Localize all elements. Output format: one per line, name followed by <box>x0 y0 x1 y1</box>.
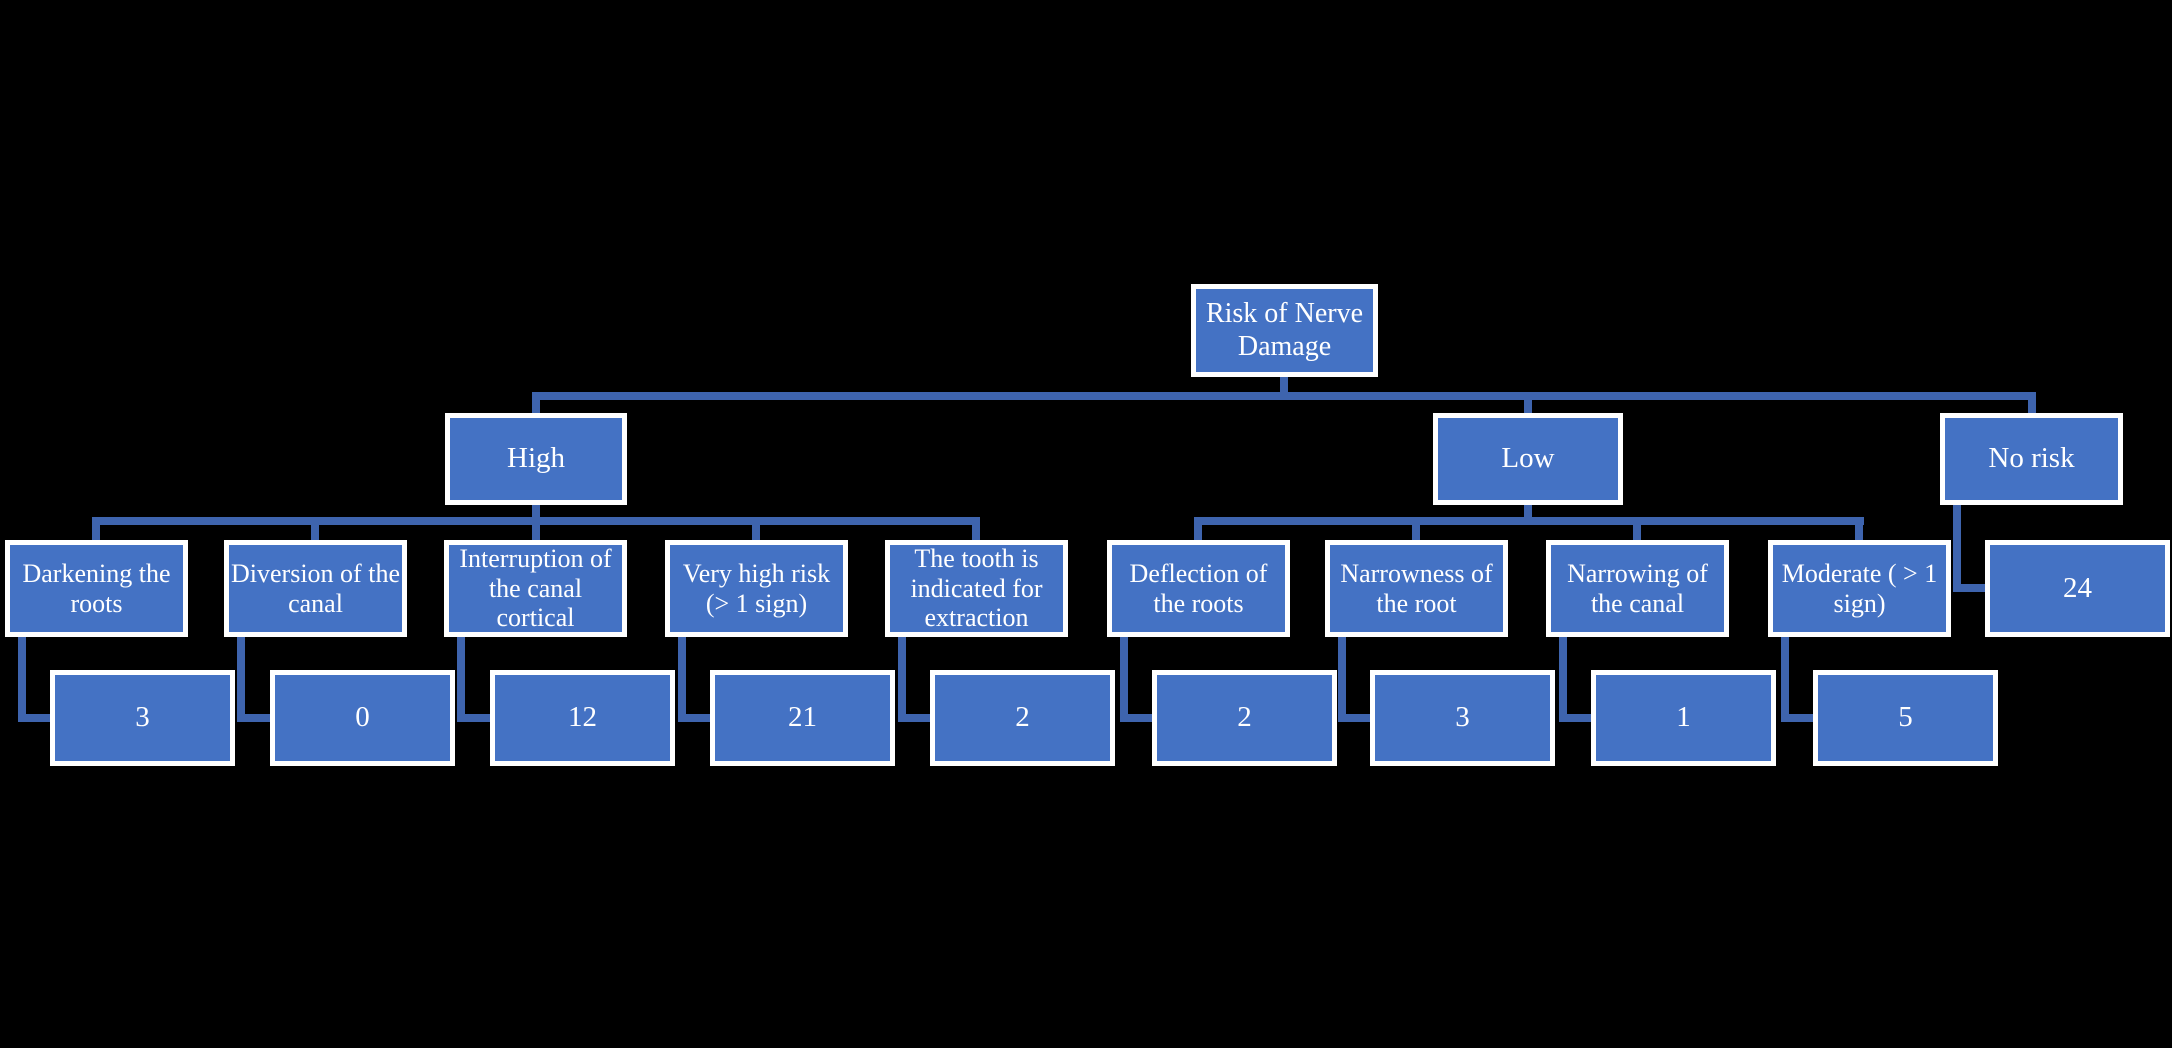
connector-elbow-h-deflection <box>1120 714 1154 722</box>
connector-elbow-h-moderate <box>1781 714 1815 722</box>
connector-elbow-v-extraction <box>898 635 906 722</box>
connector-elbow-h-no-risk <box>1953 584 1987 592</box>
node-narrowing-label: Narrowing of the canal <box>1567 558 1708 618</box>
count-narrowness-of-the-root: 3 <box>1370 670 1555 766</box>
count-deflection-value: 2 <box>1237 701 1252 734</box>
connector-drop-extraction <box>972 517 980 543</box>
node-moderate: Moderate ( > 1 sign) <box>1768 540 1951 637</box>
count-no-risk-value: 24 <box>2063 571 2092 604</box>
count-darkening-value: 3 <box>135 701 150 734</box>
connector-low-rail <box>1194 517 1864 525</box>
node-no-risk: No risk <box>1940 413 2123 505</box>
node-tooth-indicated-extraction: The tooth is indicated for extraction <box>885 540 1068 637</box>
connector-drop-narrowing <box>1633 517 1641 543</box>
count-narrowing-value: 1 <box>1676 701 1691 734</box>
node-very-high-label: Very high risk (> 1 sign) <box>682 558 831 618</box>
node-low-label: Low <box>1501 442 1555 475</box>
node-deflection-of-the-roots: Deflection of the roots <box>1107 540 1290 637</box>
connector-elbow-v-darkening <box>18 635 26 722</box>
count-moderate: 5 <box>1813 670 1998 766</box>
node-darkening-label: Darkening the roots <box>22 558 171 618</box>
connector-low-stub <box>1524 505 1532 525</box>
node-interruption-label: Interruption of the canal cortical <box>459 543 612 633</box>
connector-elbow-v-diversion <box>237 635 245 722</box>
connector-drop-no-risk <box>2028 392 2036 415</box>
count-very-high-risk: 21 <box>710 670 895 766</box>
node-darkening-the-roots: Darkening the roots <box>5 540 188 637</box>
node-deflection-label: Deflection of the roots <box>1129 558 1268 618</box>
node-narrowness-label: Narrowness of the root <box>1340 558 1493 618</box>
connector-elbow-h-extraction <box>898 714 932 722</box>
connector-elbow-h-narrowness <box>1338 714 1372 722</box>
connector-elbow-h-narrowing <box>1559 714 1593 722</box>
node-diversion-label: Diversion of the canal <box>231 558 400 618</box>
node-very-high-risk: Very high risk (> 1 sign) <box>665 540 848 637</box>
node-interruption-canal-cortical: Interruption of the canal cortical <box>444 540 627 637</box>
connector-elbow-v-narrowness <box>1338 635 1346 722</box>
count-very-high-value: 21 <box>788 701 817 734</box>
count-moderate-value: 5 <box>1898 701 1913 734</box>
count-narrowing-of-the-canal: 1 <box>1591 670 1776 766</box>
connector-elbow-v-moderate <box>1781 635 1789 722</box>
count-interruption-value: 12 <box>568 701 597 734</box>
connector-drop-diversion <box>311 517 319 543</box>
connector-elbow-v-very-high <box>678 635 686 722</box>
node-extraction-label: The tooth is indicated for extraction <box>910 543 1043 633</box>
connector-elbow-h-diversion <box>237 714 272 722</box>
node-high: High <box>445 413 627 505</box>
count-darkening-the-roots: 3 <box>50 670 235 766</box>
connector-elbow-v-deflection <box>1120 635 1128 722</box>
node-low: Low <box>1433 413 1623 505</box>
node-diversion-of-the-canal: Diversion of the canal <box>224 540 407 637</box>
count-no-risk: 24 <box>1985 540 2170 637</box>
count-deflection-of-the-roots: 2 <box>1152 670 1337 766</box>
count-tooth-indicated-extraction: 2 <box>930 670 1115 766</box>
connector-elbow-v-interruption <box>457 635 465 722</box>
connector-elbow-v-no-risk <box>1953 503 1961 592</box>
connector-drop-narrowness <box>1412 517 1420 543</box>
node-root: Risk of Nerve Damage <box>1191 284 1378 377</box>
node-no-risk-label: No risk <box>1988 442 2075 475</box>
count-diversion-of-the-canal: 0 <box>270 670 455 766</box>
node-narrowness-of-the-root: Narrowness of the root <box>1325 540 1508 637</box>
connector-drop-very-high <box>752 517 760 543</box>
connector-root-stub <box>1280 377 1288 400</box>
connector-elbow-h-interruption <box>457 714 492 722</box>
connector-drop-high <box>532 392 540 415</box>
connector-drop-darkening <box>92 517 100 543</box>
count-narrowness-value: 3 <box>1455 701 1470 734</box>
node-narrowing-of-the-canal: Narrowing of the canal <box>1546 540 1729 637</box>
connector-elbow-v-narrowing <box>1559 635 1567 722</box>
count-interruption-canal-cortical: 12 <box>490 670 675 766</box>
connector-root-rail <box>532 392 2036 400</box>
connector-elbow-h-very-high <box>678 714 712 722</box>
connector-high-stub <box>532 505 540 525</box>
count-diversion-value: 0 <box>355 701 370 734</box>
node-moderate-label: Moderate ( > 1 sign) <box>1781 558 1938 618</box>
connector-drop-moderate <box>1855 517 1863 543</box>
node-high-label: High <box>507 442 565 475</box>
count-extraction-value: 2 <box>1015 701 1030 734</box>
connector-elbow-h-darkening <box>18 714 52 722</box>
node-root-label: Risk of Nerve Damage <box>1205 298 1364 362</box>
connector-drop-interruption <box>532 517 540 543</box>
connector-drop-deflection <box>1194 517 1202 543</box>
connector-drop-low <box>1524 392 1532 415</box>
